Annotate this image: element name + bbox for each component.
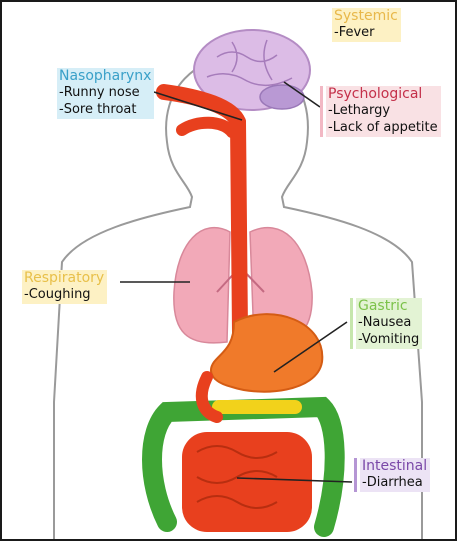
- label-gastric: Gastric -Nausea -Vomiting: [350, 298, 422, 349]
- label-systemic-title: Systemic: [332, 8, 401, 25]
- label-respiratory-item-1: -Coughing: [22, 287, 107, 304]
- label-systemic: Systemic -Fever: [332, 8, 401, 42]
- label-nasopharynx-item-2: -Sore throat: [57, 102, 154, 119]
- label-nasopharynx-title: Nasopharynx: [57, 68, 154, 85]
- label-psychological: Psychological -Lethargy -Lack of appetit…: [320, 86, 441, 137]
- label-psychological-title: Psychological: [326, 86, 441, 103]
- label-intestinal-title: Intestinal: [360, 458, 430, 475]
- label-systemic-item-1: -Fever: [332, 25, 401, 42]
- label-nasopharynx: Nasopharynx -Runny nose -Sore throat: [57, 68, 154, 119]
- label-gastric-title: Gastric: [356, 298, 422, 315]
- label-nasopharynx-item-1: -Runny nose: [57, 85, 154, 102]
- label-psychological-item-1: -Lethargy: [326, 103, 441, 120]
- label-intestinal-item-1: -Diarrhea: [360, 475, 430, 492]
- pancreas: [212, 400, 302, 414]
- label-psychological-item-2: -Lack of appetite: [326, 120, 441, 137]
- label-respiratory: Respiratory -Coughing: [22, 270, 107, 304]
- label-gastric-item-2: -Vomiting: [356, 332, 422, 349]
- label-intestinal: Intestinal -Diarrhea: [354, 458, 430, 492]
- label-respiratory-title: Respiratory: [22, 270, 107, 287]
- label-gastric-item-1: -Nausea: [356, 315, 422, 332]
- small-intestine: [182, 432, 312, 532]
